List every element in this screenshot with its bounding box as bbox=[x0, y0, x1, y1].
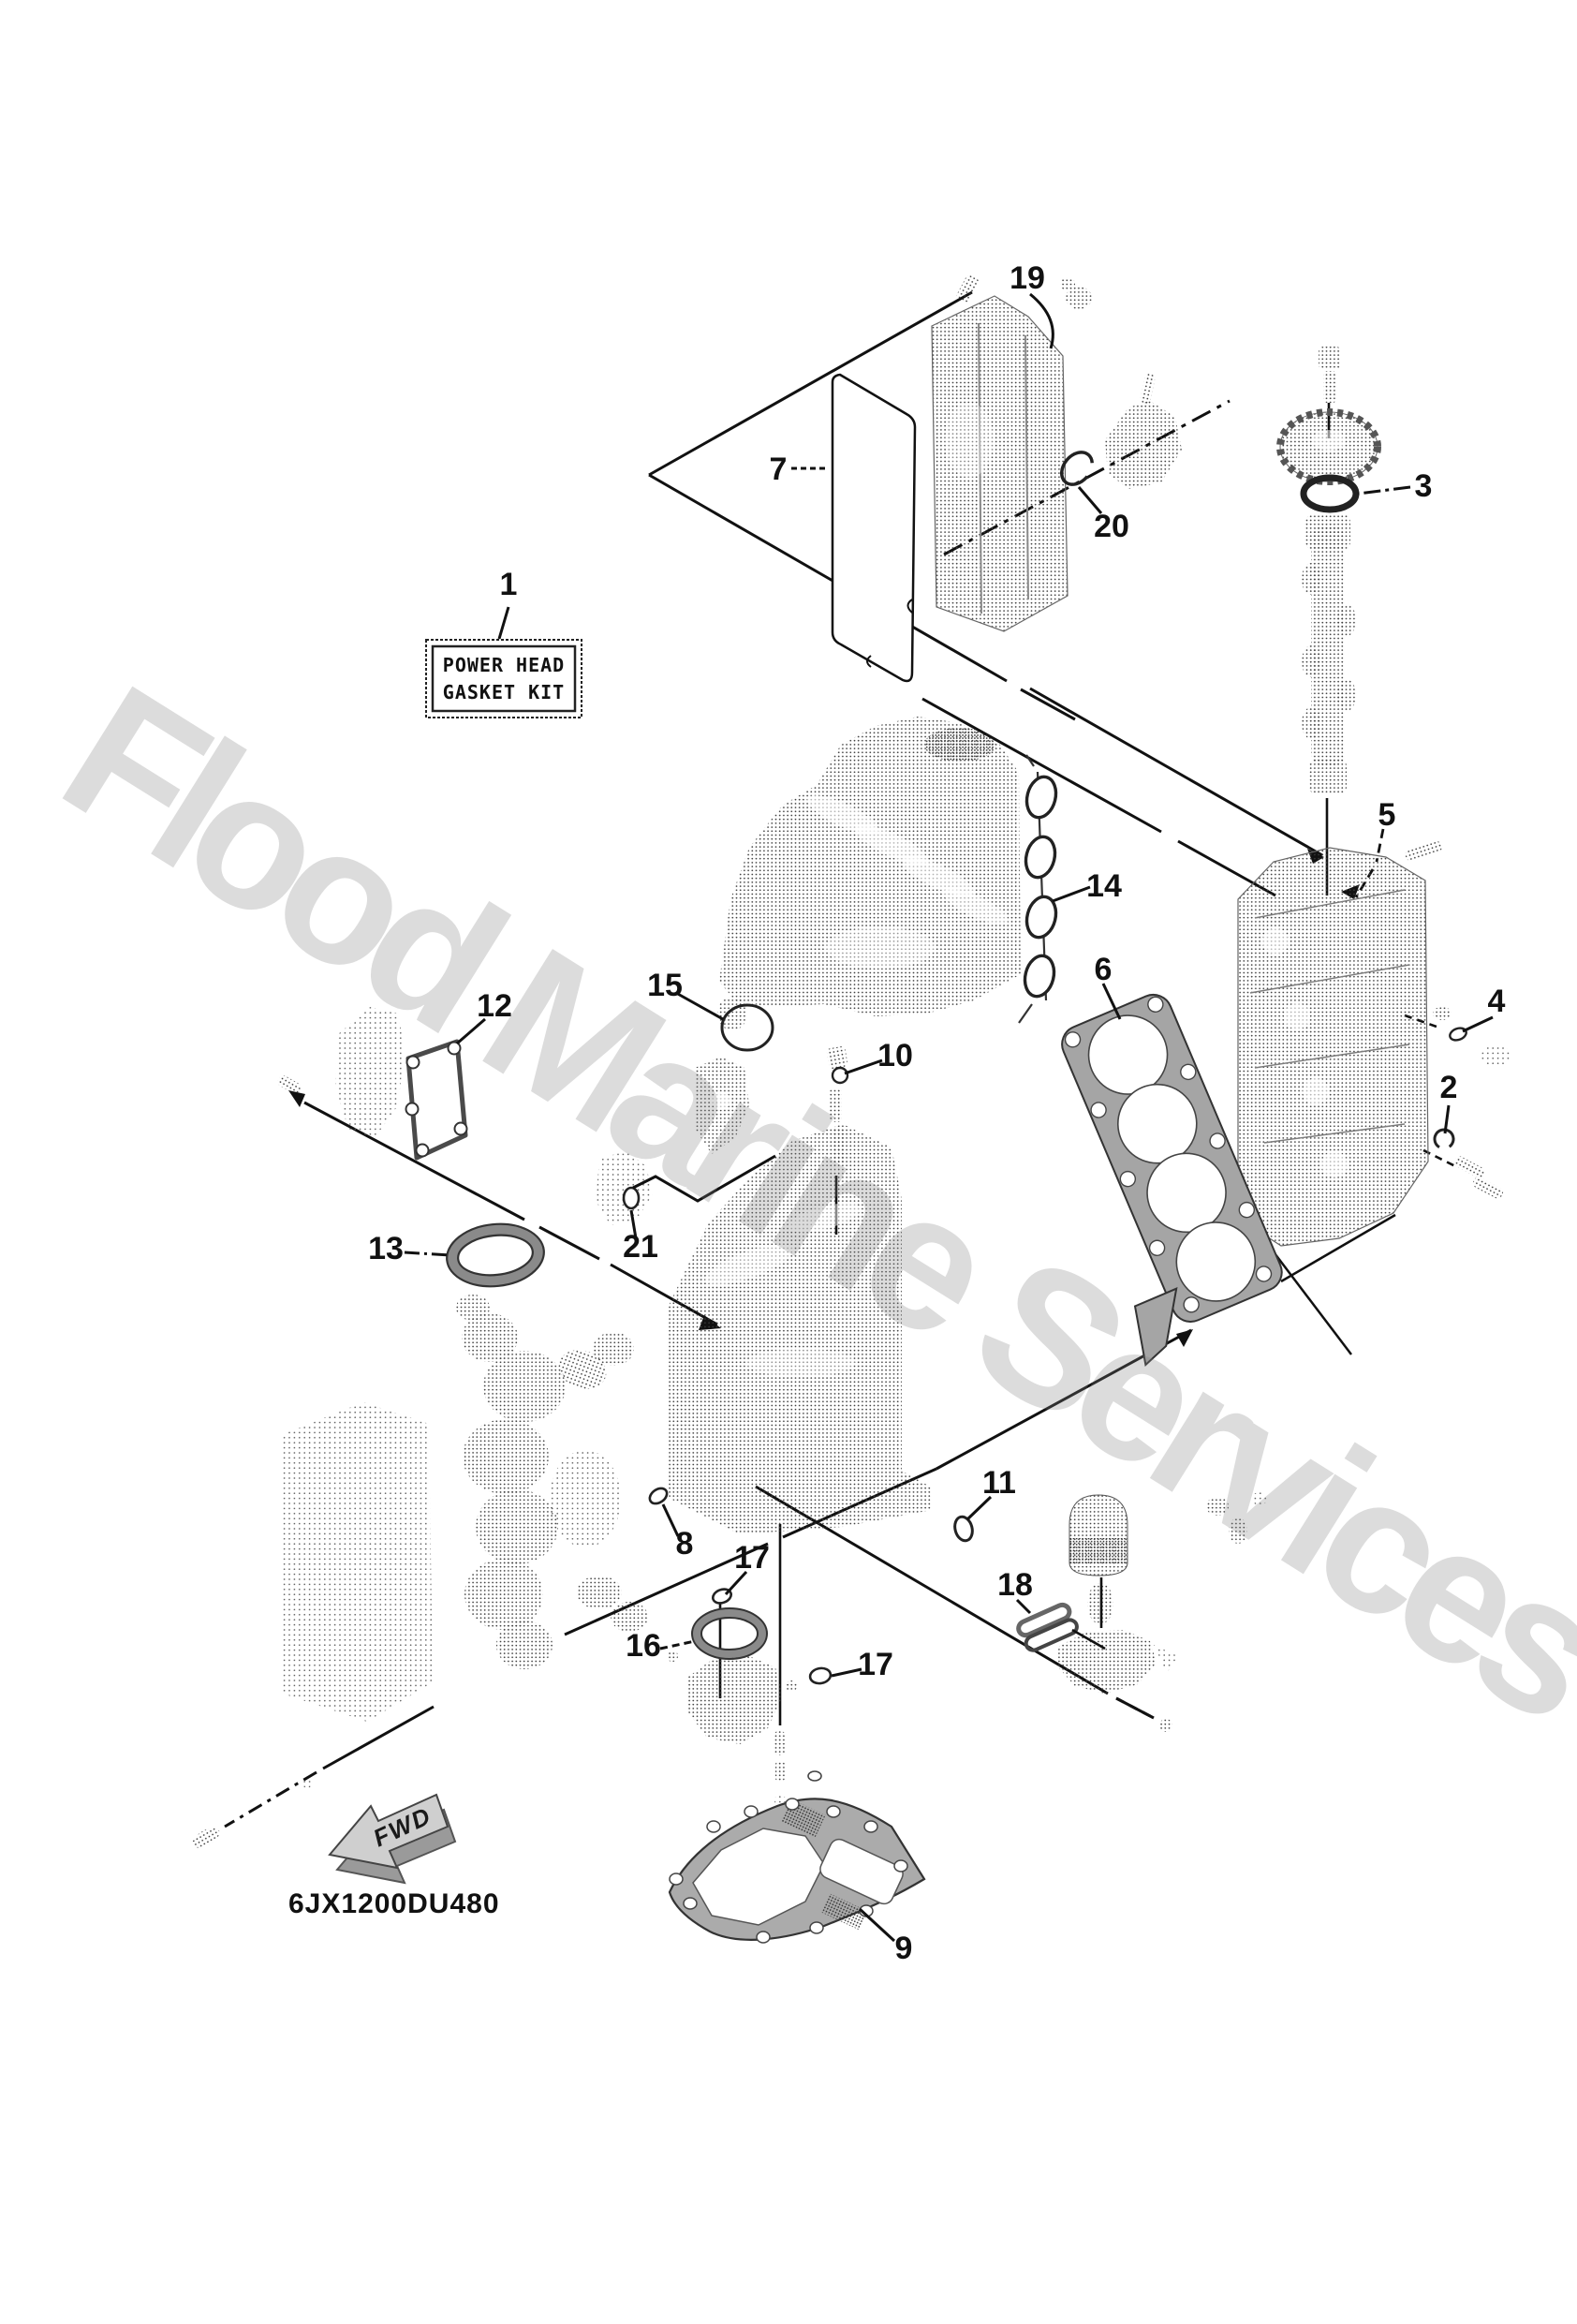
callout-17b: 17 bbox=[858, 1647, 893, 1682]
callout-6: 6 bbox=[1095, 952, 1113, 987]
oring-15 bbox=[720, 1003, 774, 1052]
pickup-bracket-21 bbox=[596, 1150, 776, 1225]
callout-4: 4 bbox=[1488, 984, 1506, 1019]
callout-12: 12 bbox=[477, 988, 512, 1024]
callout-19: 19 bbox=[1010, 260, 1045, 296]
camshaft-bolt bbox=[1319, 347, 1341, 403]
cylinder-head-cover bbox=[931, 295, 1069, 632]
callout-5: 5 bbox=[1378, 797, 1396, 833]
seal-4-group bbox=[1433, 1007, 1511, 1067]
bolt-left-stub bbox=[277, 1075, 302, 1094]
callout-1: 1 bbox=[500, 567, 518, 602]
oil-filter-assembly bbox=[1058, 1494, 1178, 1732]
head-cover-nut bbox=[1060, 277, 1092, 309]
cylinder-head bbox=[1237, 847, 1429, 1247]
oring-3 bbox=[1300, 474, 1360, 513]
bracket-behind-12 bbox=[335, 1007, 405, 1138]
callout-21: 21 bbox=[623, 1229, 658, 1265]
thermostat-housing bbox=[695, 1057, 749, 1154]
camshaft-gear bbox=[1276, 408, 1381, 485]
kit-label-box: POWER HEAD GASKET KIT bbox=[425, 639, 582, 718]
circlip-2-group bbox=[1433, 1128, 1504, 1199]
callout-16: 16 bbox=[626, 1628, 661, 1664]
callout-8: 8 bbox=[676, 1526, 694, 1562]
drawing-code: 6JX1200DU480 bbox=[288, 1888, 500, 1919]
head-gasket-6 bbox=[1061, 993, 1283, 1367]
leader-lines bbox=[404, 292, 1494, 1943]
intake-gasket-14 bbox=[1018, 754, 1058, 1024]
callout-20: 20 bbox=[1094, 509, 1129, 544]
circlip-20 bbox=[1059, 451, 1095, 486]
seal-8 bbox=[648, 1487, 669, 1505]
base-gasket-9 bbox=[668, 1798, 926, 1944]
intake-manifold bbox=[717, 717, 1021, 1030]
callout-9: 9 bbox=[895, 1931, 913, 1966]
callout-14: 14 bbox=[1086, 868, 1122, 904]
cylinder-block bbox=[667, 1124, 932, 1534]
bolt-lower-left bbox=[192, 1828, 220, 1848]
callouts: 1 7 19 20 3 5 14 6 15 10 12 4 2 13 21 8 … bbox=[368, 260, 1505, 1966]
stud-5 bbox=[1405, 840, 1442, 862]
callout-10: 10 bbox=[877, 1038, 913, 1073]
speck-crankcase bbox=[302, 1779, 312, 1788]
callout-15: 15 bbox=[647, 968, 683, 1003]
callout-2: 2 bbox=[1440, 1070, 1458, 1105]
small-fittings bbox=[1206, 1492, 1267, 1544]
camshaft bbox=[1302, 513, 1356, 794]
seal-17b bbox=[808, 1666, 833, 1685]
grommet-13 bbox=[446, 1222, 545, 1288]
callout-18: 18 bbox=[997, 1567, 1033, 1603]
callout-17a: 17 bbox=[734, 1540, 770, 1576]
ring-11 bbox=[953, 1515, 974, 1543]
kit-label-line1: POWER HEAD bbox=[443, 654, 565, 676]
head-cover-bolt bbox=[956, 274, 980, 303]
anode-fitting bbox=[1105, 373, 1182, 489]
crankcase bbox=[281, 1402, 433, 1722]
callout-3: 3 bbox=[1415, 468, 1433, 504]
kit-label-line2: GASKET KIT bbox=[443, 681, 565, 703]
callout-7: 7 bbox=[770, 451, 788, 487]
water-pump-housing bbox=[667, 1650, 822, 1806]
fwd-arrow: FWD bbox=[328, 1793, 457, 1885]
valve-cover-gasket bbox=[831, 373, 917, 683]
crankshaft-assembly bbox=[456, 1295, 648, 1669]
cover-gasket-12 bbox=[405, 1039, 468, 1161]
callout-13: 13 bbox=[368, 1231, 404, 1266]
oring-16 bbox=[691, 1607, 768, 1660]
callout-11: 11 bbox=[982, 1465, 1016, 1501]
clamp-18 bbox=[1016, 1602, 1106, 1652]
